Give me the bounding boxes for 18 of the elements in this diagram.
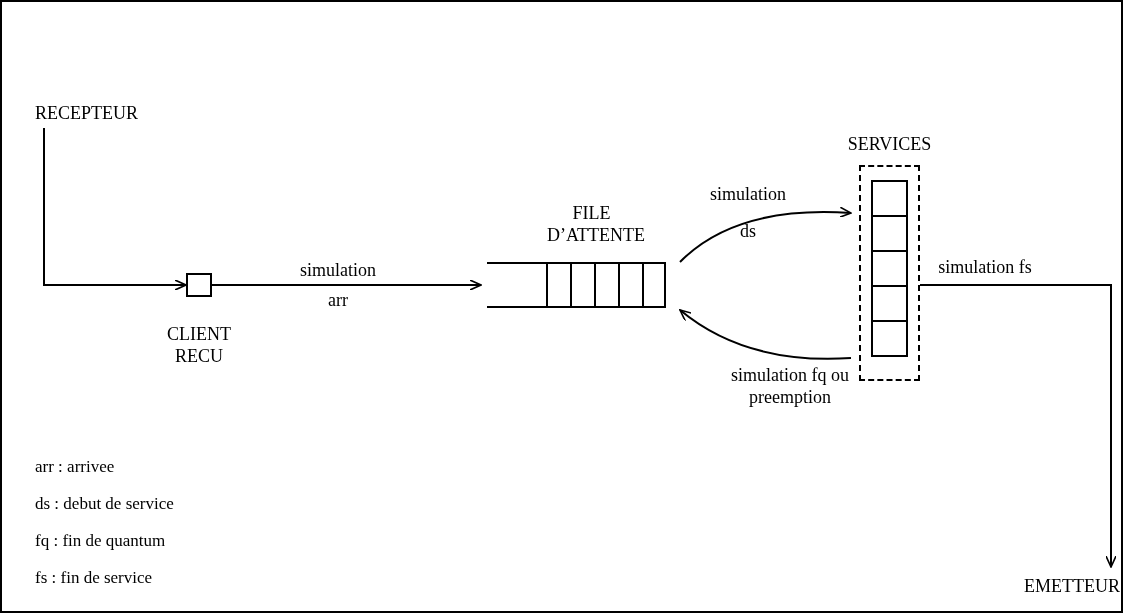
abbreviation-note: fq : fin de quantum bbox=[35, 530, 166, 552]
node-label: SERVICES bbox=[846, 133, 933, 155]
node-label: FILE D’ATTENTE bbox=[546, 202, 646, 246]
abbreviation-note: ds : debut de service bbox=[35, 493, 174, 515]
node-label: CLIENT RECU bbox=[166, 323, 232, 367]
node-label: RECEPTEUR bbox=[35, 100, 175, 126]
arrow bbox=[43, 127, 187, 291]
abbreviation-note: fs : fin de service bbox=[35, 567, 153, 589]
node-label: EMETTEUR bbox=[970, 573, 1120, 599]
edge-label: simulation arr bbox=[299, 259, 377, 312]
abbreviation-note: arr : arrivee bbox=[35, 456, 115, 478]
arrow bbox=[919, 284, 1117, 568]
edge-label: simulation fq ou preemption bbox=[730, 364, 850, 408]
edge-label: simulation fs bbox=[937, 256, 1033, 279]
arrow bbox=[211, 279, 482, 291]
edge-label: simulation ds bbox=[709, 183, 787, 243]
arrow bbox=[679, 309, 852, 360]
arrow bbox=[679, 206, 852, 263]
